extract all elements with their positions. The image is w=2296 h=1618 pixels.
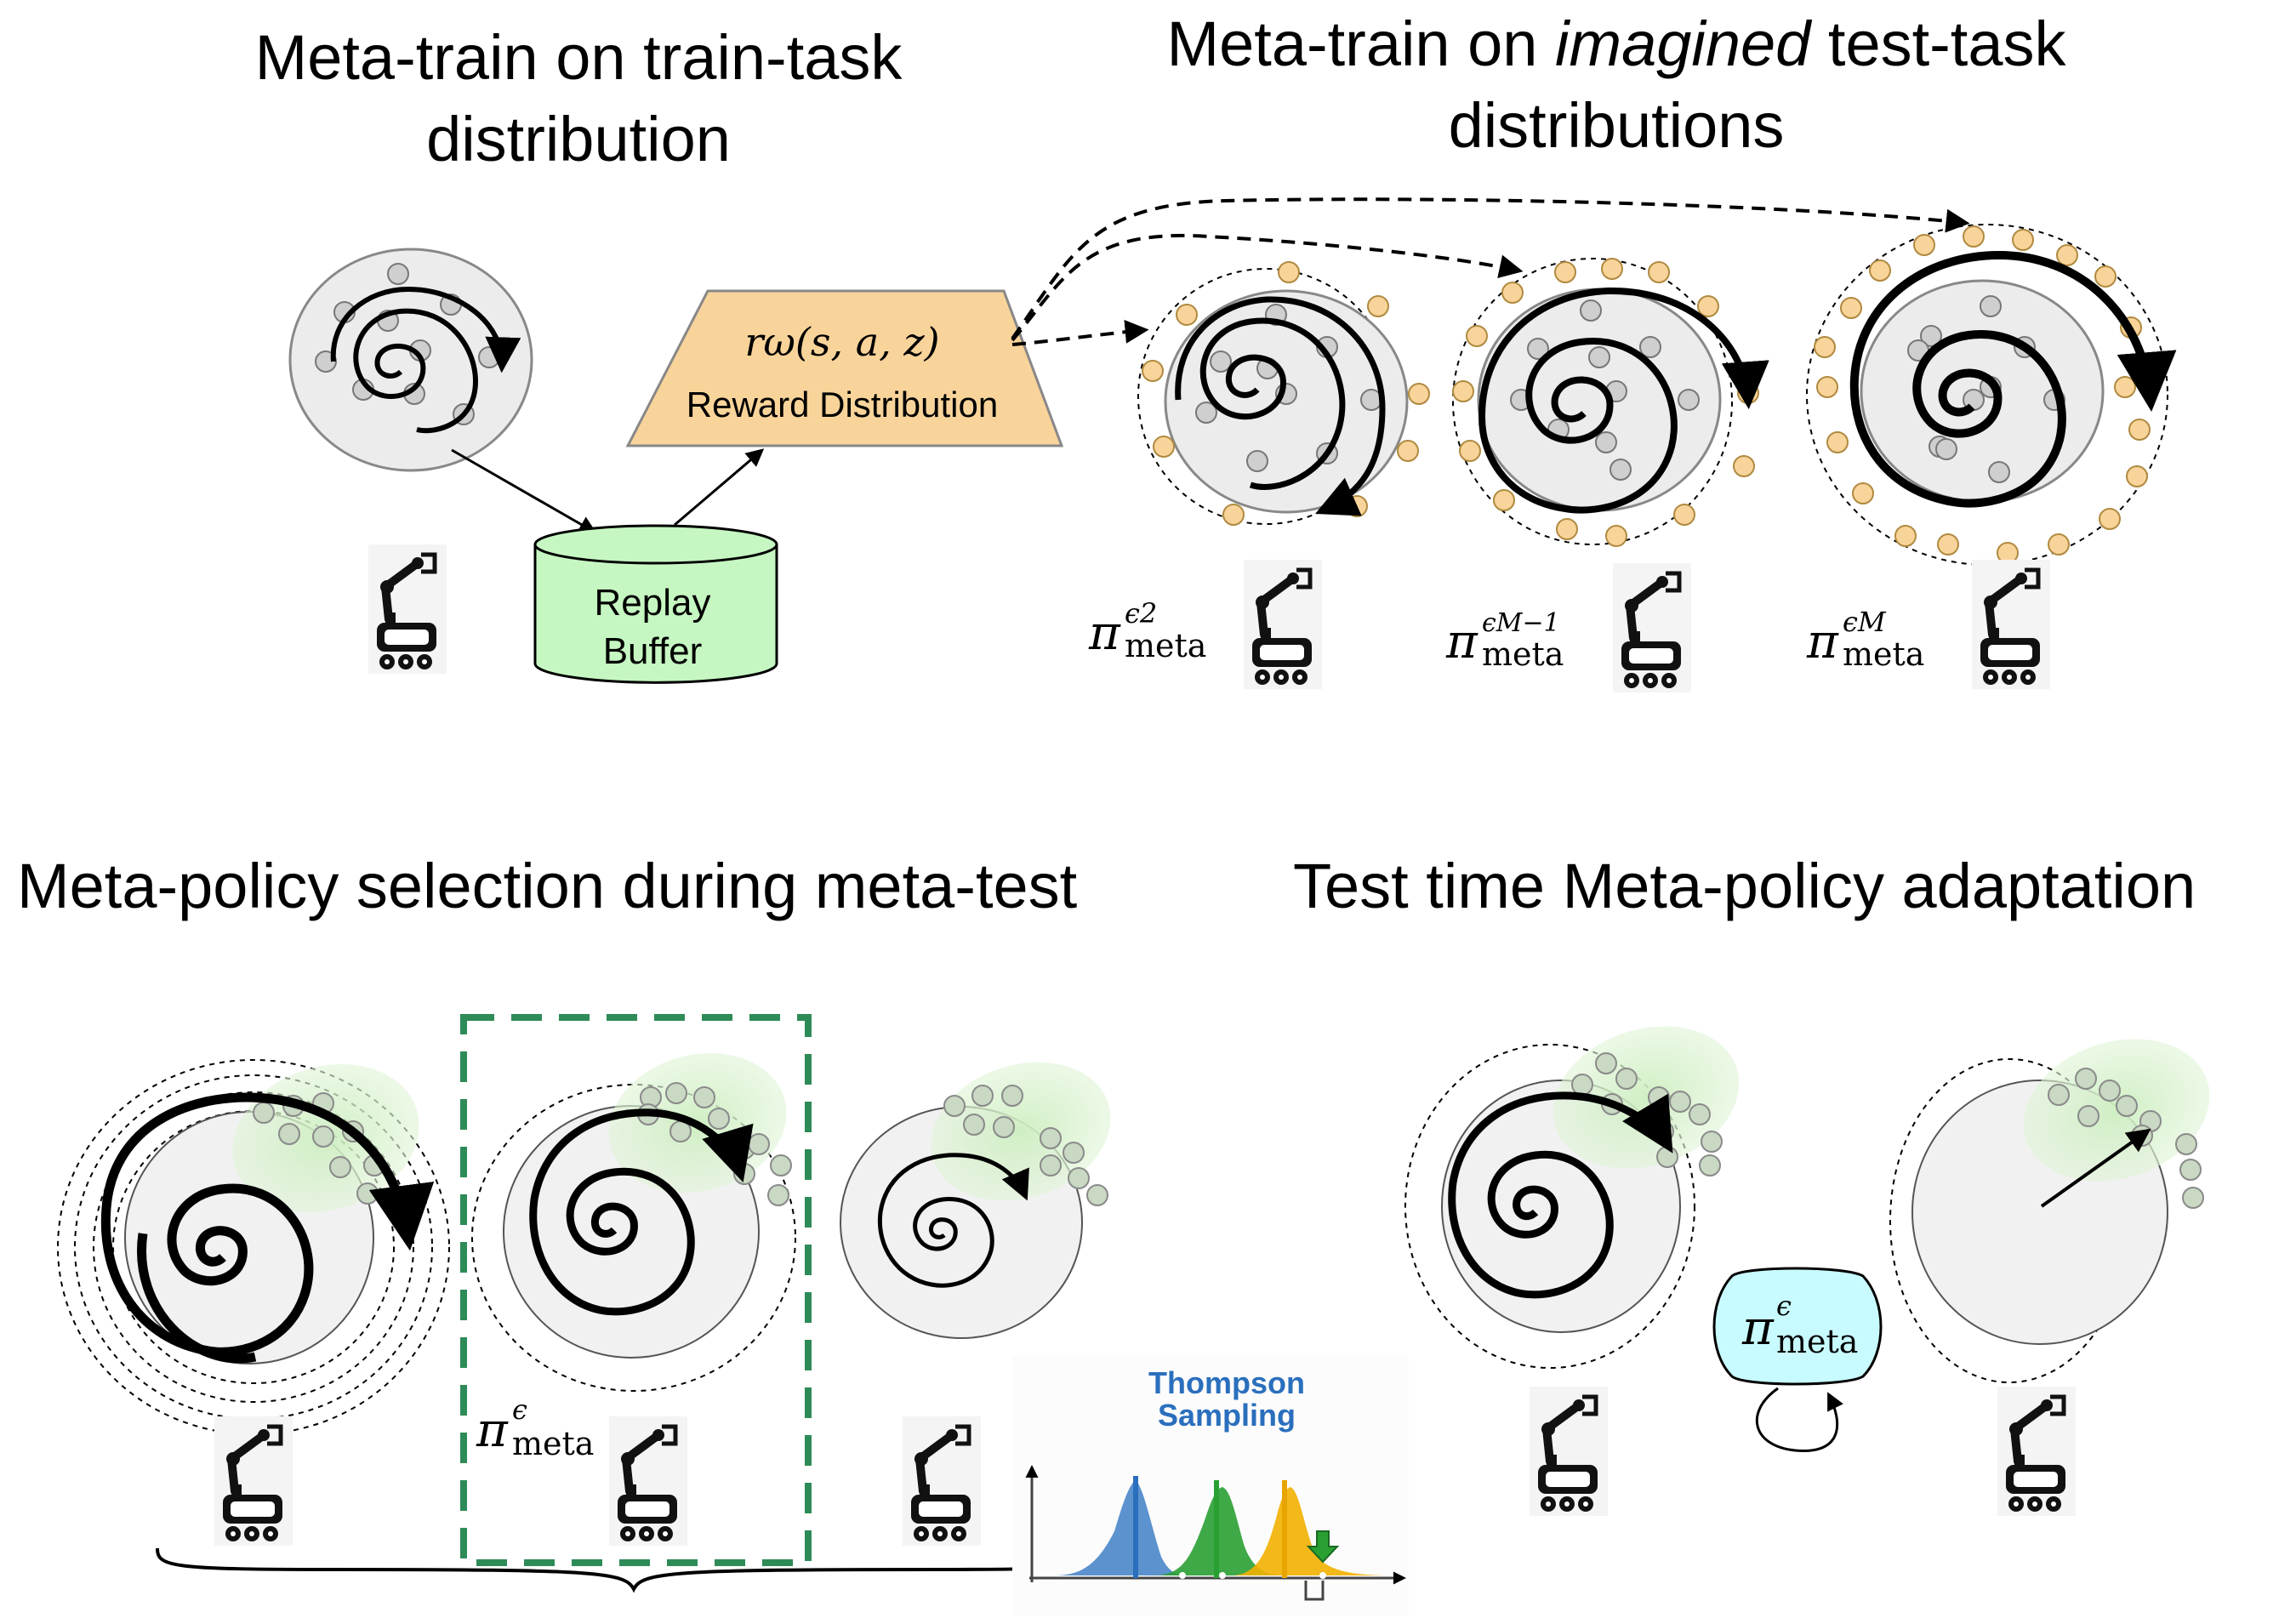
svg-text:meta: meta [1125, 627, 1206, 664]
distribution-yellow [1233, 1487, 1395, 1575]
svg-text:meta: meta [1482, 635, 1564, 673]
svg-text:ϵM: ϵM [1843, 606, 1887, 638]
policy-label-epsM: π ϵM meta [1806, 606, 1924, 673]
svg-text:meta: meta [1843, 635, 1924, 673]
selection-candidate-2 [471, 1053, 796, 1392]
candidate-brace [156, 1547, 1112, 1593]
title-imagined-tasks: Meta-train on imagined test-task distrib… [1046, 3, 2186, 167]
imagined-distribution-epsM [1806, 224, 2177, 566]
title-imagined-emphasis: imagined [1555, 9, 1811, 79]
imagined-distribution-eps2 [1137, 261, 1430, 525]
svg-text:ϵ: ϵ [512, 1393, 527, 1426]
replay-buffer: Replay Buffer [533, 524, 778, 684]
arrow-to-buffer [451, 448, 597, 534]
robot-icon-epsM [1972, 560, 2050, 689]
adapted-policy-box: π ϵ meta [1712, 1267, 1883, 1453]
title-imagined-post: test-task [1810, 9, 2066, 79]
robot-icon-candidate-1 [214, 1416, 293, 1546]
svg-text:π: π [476, 1403, 509, 1458]
svg-text:π: π [1806, 614, 1839, 669]
train-task-distribution [288, 248, 532, 472]
thompson-line1: Thompson [1148, 1365, 1305, 1400]
svg-text:π: π [1741, 1301, 1775, 1356]
sample-arrow-icon [1306, 1530, 1340, 1564]
replay-buffer-line1: Replay [595, 582, 711, 624]
svg-text:meta: meta [1776, 1323, 1858, 1360]
thompson-sampling-inset: Thompson Sampling [1012, 1356, 1409, 1616]
selection-candidate-3 [840, 1062, 1111, 1339]
robot-icon-candidate-3 [903, 1416, 981, 1546]
reward-label: Reward Distribution [687, 385, 998, 424]
adaptation-after [1889, 1039, 2210, 1383]
svg-text:π: π [1088, 606, 1121, 661]
robot-icon-adapt-after [1997, 1387, 2076, 1516]
policy-label-eps2: π ϵ2 meta [1088, 597, 1206, 664]
title-policy-selection: Meta-policy selection during meta-test [17, 851, 1078, 921]
title-policy-adaptation: Test time Meta-policy adaptation [1293, 851, 2196, 921]
title-imagined-line2: distributions [1448, 90, 1785, 161]
selected-policy-box [460, 1014, 812, 1566]
reward-distribution-box: rω(s, a, z) Reward Distribution [625, 289, 1064, 447]
title-train-task-line1: Meta-train on train-task [254, 22, 903, 93]
title-imagined-pre: Meta-train on [1166, 9, 1556, 79]
arrow-buffer-to-reward [674, 448, 765, 527]
distribution-blue [1055, 1480, 1187, 1575]
svg-text:meta: meta [512, 1425, 594, 1462]
selection-candidate-1 [57, 1059, 450, 1435]
policy-label-epsM1: π ϵM−1 meta [1445, 608, 1564, 673]
imagined-task-arrows [1011, 197, 1970, 346]
title-train-task-line2: distribution [426, 104, 731, 174]
adaptation-before [1404, 1026, 1740, 1369]
robot-icon-adapt-before [1530, 1387, 1608, 1516]
robot-icon-epsM1 [1613, 563, 1691, 692]
robot-icon-train [368, 544, 447, 674]
svg-text:ϵ: ϵ [1776, 1290, 1792, 1322]
imagined-distribution-epsM1 [1452, 258, 1769, 547]
reward-formula: rω(s, a, z) [744, 319, 939, 365]
title-train-task: Meta-train on train-task distribution [119, 17, 1038, 180]
train-spiral [330, 286, 502, 434]
robot-icon-eps2 [1244, 560, 1322, 689]
replay-buffer-line2: Buffer [603, 630, 703, 672]
svg-text:π: π [1445, 614, 1478, 669]
robot-icon-candidate-2 [609, 1416, 687, 1546]
self-update-arrow [1755, 1387, 1843, 1453]
svg-text:ϵ2: ϵ2 [1125, 597, 1157, 630]
thompson-line2: Sampling [1158, 1398, 1296, 1433]
svg-text:ϵM−1: ϵM−1 [1482, 608, 1560, 638]
policy-label-selected: π ϵ meta [476, 1393, 594, 1462]
